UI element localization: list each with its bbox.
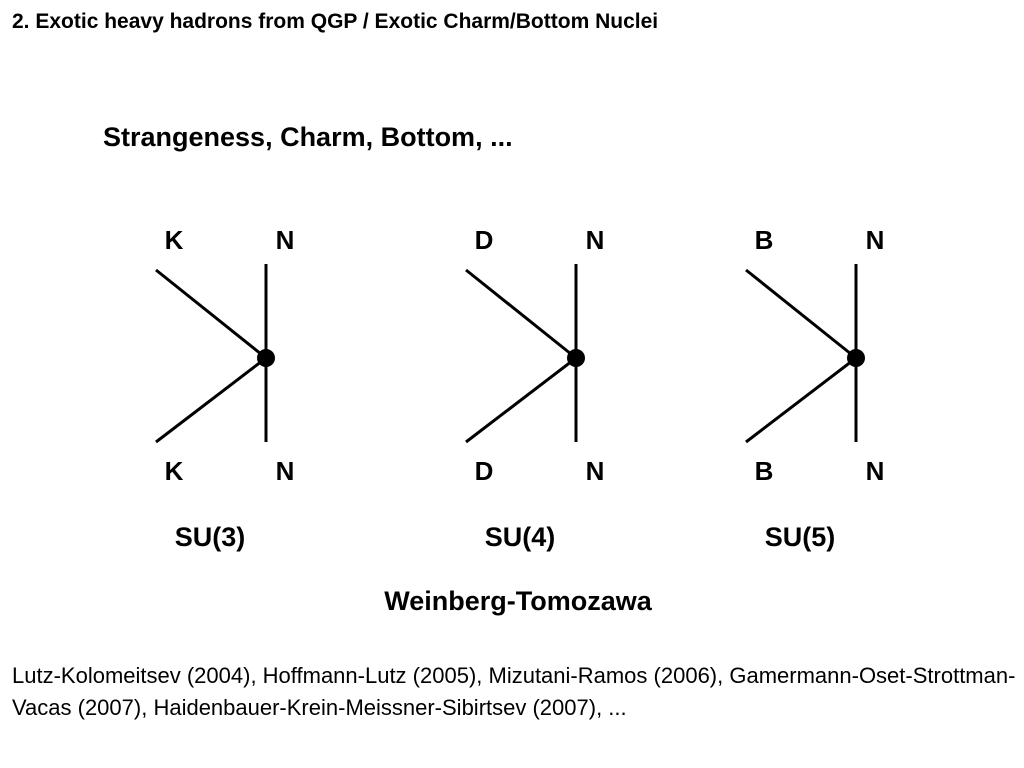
line-top-left — [155, 268, 267, 360]
subtitle: Strangeness, Charm, Bottom, ... — [103, 122, 513, 152]
label-top-right: N — [275, 225, 295, 255]
line-top-left — [745, 268, 857, 360]
label-bottom-right: N — [275, 456, 295, 486]
vertex-dot — [257, 349, 275, 367]
line-top-left — [465, 268, 577, 360]
symmetry-group-label: SU(5) — [764, 522, 836, 552]
line-bottom-left — [745, 356, 857, 444]
line-bottom-left — [155, 356, 267, 444]
vertex-graphic — [155, 264, 275, 444]
feynman-diagram-dn: D N D N SU(4) — [450, 222, 610, 562]
label-bottom-left: K — [164, 456, 184, 486]
references: Lutz-Kolomeitsev (2004), Hoffmann-Lutz (… — [12, 663, 1016, 720]
vertex-dot — [847, 349, 865, 367]
label-bottom-right: N — [585, 456, 605, 486]
label-bottom-left: B — [754, 456, 774, 486]
interaction-name: Weinberg-Tomozawa — [384, 586, 652, 616]
label-top-right: N — [865, 225, 885, 255]
vertex-graphic — [745, 264, 865, 444]
vertex-dot — [567, 349, 585, 367]
slide-title: 2. Exotic heavy hadrons from QGP / Exoti… — [12, 10, 659, 33]
feynman-diagram-bn: B N B N SU(5) — [730, 222, 890, 562]
symmetry-group-label: SU(3) — [174, 522, 246, 552]
label-top-left: D — [474, 225, 494, 255]
symmetry-group-label: SU(4) — [484, 522, 556, 552]
label-top-right: N — [585, 225, 605, 255]
label-bottom-left: D — [474, 456, 494, 486]
feynman-diagram-kn: K N K N SU(3) — [140, 222, 300, 562]
label-top-left: K — [164, 225, 184, 255]
vertex-graphic — [465, 264, 585, 444]
label-top-left: B — [754, 225, 774, 255]
label-bottom-right: N — [865, 456, 885, 486]
line-bottom-left — [465, 356, 577, 444]
